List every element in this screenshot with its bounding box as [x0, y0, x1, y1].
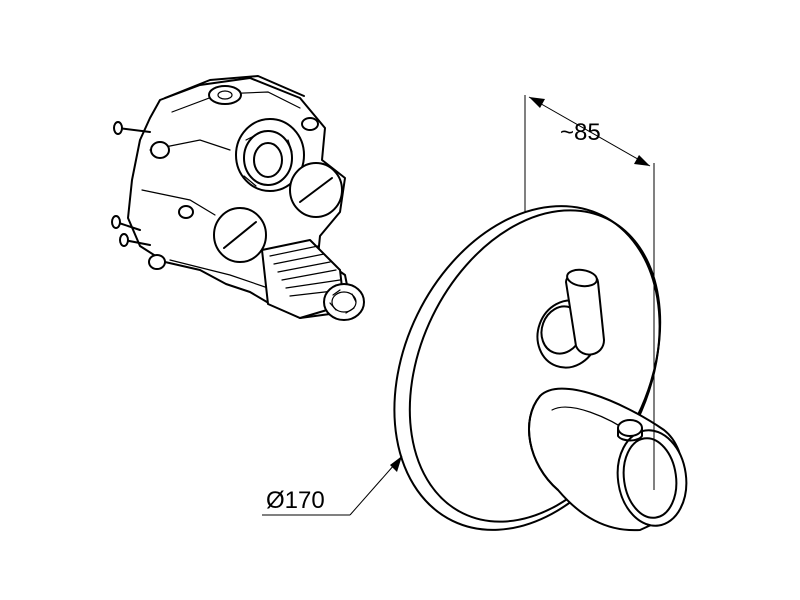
- depth-label: ~85: [560, 119, 601, 146]
- top-lug: [208, 85, 242, 105]
- diameter-dimension: Ø170: [262, 455, 403, 516]
- thermostat-handle: [528, 387, 688, 532]
- concealed-valve-body: [111, 75, 365, 321]
- screw-plug-upper: [289, 162, 343, 218]
- safety-stop-button: [617, 419, 643, 437]
- upper-port: [235, 118, 305, 192]
- diverter-lever: [536, 268, 605, 369]
- trim-set: [393, 205, 688, 532]
- threaded-outlet: [261, 239, 365, 321]
- screw-plug-lower: [213, 207, 267, 263]
- diameter-label: Ø170: [266, 487, 325, 514]
- mounting-studs: [111, 117, 319, 270]
- depth-dimension: ~85: [524, 95, 655, 490]
